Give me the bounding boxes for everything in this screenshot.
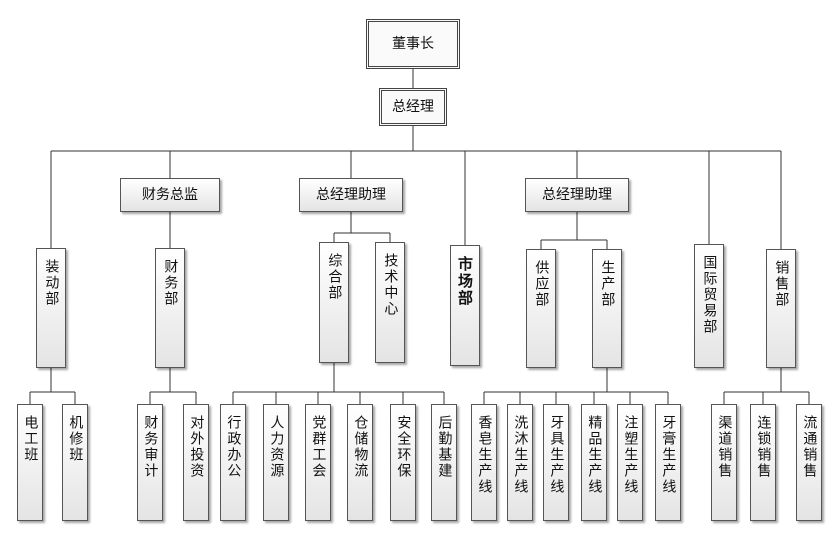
- node-warehouse-logistics: 仓储物流: [347, 404, 373, 521]
- node-gm-assistant-1: 总经理助理: [299, 178, 403, 212]
- node-human-resources: 人力资源: [263, 404, 289, 521]
- node-molding-line: 注塑生产线: [617, 404, 643, 521]
- node-supply-dept: 供应部: [526, 249, 556, 368]
- node-label: 党群工会: [310, 415, 327, 479]
- node-retail-sales: 流通销售: [796, 404, 822, 521]
- node-party-union: 党群工会: [305, 404, 331, 521]
- node-label: 电工班: [22, 415, 39, 463]
- node-label: 机修班: [67, 415, 84, 463]
- node-chain-sales: 连锁销售: [750, 404, 776, 521]
- node-logistics-construction: 后勤基建: [431, 404, 457, 521]
- node-external-investment: 对外投资: [183, 404, 209, 521]
- node-financial-audit: 财务审计: [137, 404, 163, 521]
- node-label: 后勤基建: [436, 415, 453, 479]
- node-label: 行政办公: [225, 415, 242, 479]
- node-premium-line: 精品生产线: [581, 404, 607, 521]
- node-toothbrush-line: 牙具生产线: [543, 404, 569, 521]
- node-market-dept: 市场部: [450, 245, 480, 366]
- node-channel-sales: 渠道销售: [711, 404, 737, 521]
- node-sales-dept: 销售部: [766, 249, 796, 368]
- node-label: 供应部: [533, 260, 550, 308]
- node-label: 香皂生产线: [476, 415, 493, 495]
- node-label: 牙具生产线: [548, 415, 565, 495]
- node-soap-line: 香皂生产线: [471, 404, 497, 521]
- node-general-manager: 总经理: [379, 88, 447, 126]
- node-label: 洗沐生产线: [512, 415, 529, 495]
- node-gm-assistant-2: 总经理助理: [525, 178, 629, 212]
- node-label: 财务部: [162, 259, 179, 307]
- node-label: 渠道销售: [716, 415, 733, 479]
- node-production-dept: 生产部: [592, 249, 622, 368]
- node-technology-center: 技术中心: [375, 242, 405, 363]
- node-label: 牙膏生产线: [660, 415, 677, 495]
- node-general-dept: 综合部: [319, 242, 349, 363]
- node-label: 财务总监: [142, 186, 198, 203]
- node-label: 综合部: [326, 253, 343, 301]
- node-label: 安全环保: [395, 415, 412, 479]
- node-label: 精品生产线: [586, 415, 603, 495]
- node-label: 人力资源: [268, 415, 285, 479]
- node-label: 装动部: [43, 259, 60, 307]
- node-label: 财务审计: [142, 415, 159, 479]
- node-label: 连锁销售: [755, 415, 772, 479]
- node-label: 销售部: [773, 260, 790, 308]
- node-label: 流通销售: [801, 415, 818, 479]
- node-chairman: 董事长: [366, 19, 460, 69]
- node-label: 对外投资: [188, 415, 205, 479]
- node-label: 生产部: [599, 260, 616, 308]
- node-shampoo-line: 洗沐生产线: [507, 404, 533, 521]
- node-label: 总经理助理: [316, 186, 386, 203]
- node-assembly-dept: 装动部: [36, 248, 66, 368]
- node-label: 市场部: [456, 256, 474, 307]
- node-toothpaste-line: 牙膏生产线: [655, 404, 681, 521]
- node-label: 国际贸易部: [701, 255, 718, 335]
- node-repair-team: 机修班: [62, 404, 88, 521]
- node-intl-trade-dept: 国际贸易部: [694, 244, 724, 368]
- node-finance-director: 财务总监: [120, 178, 220, 212]
- node-label: 总经理助理: [542, 186, 612, 203]
- node-label: 技术中心: [382, 253, 399, 317]
- node-safety-env: 安全环保: [390, 404, 416, 521]
- node-finance-dept: 财务部: [155, 248, 185, 368]
- node-electrician-team: 电工班: [17, 404, 43, 521]
- node-label: 仓储物流: [352, 415, 369, 479]
- node-label: 董事长: [392, 35, 434, 52]
- node-label: 注塑生产线: [622, 415, 639, 495]
- node-admin-office: 行政办公: [220, 404, 246, 521]
- node-label: 总经理: [392, 98, 434, 115]
